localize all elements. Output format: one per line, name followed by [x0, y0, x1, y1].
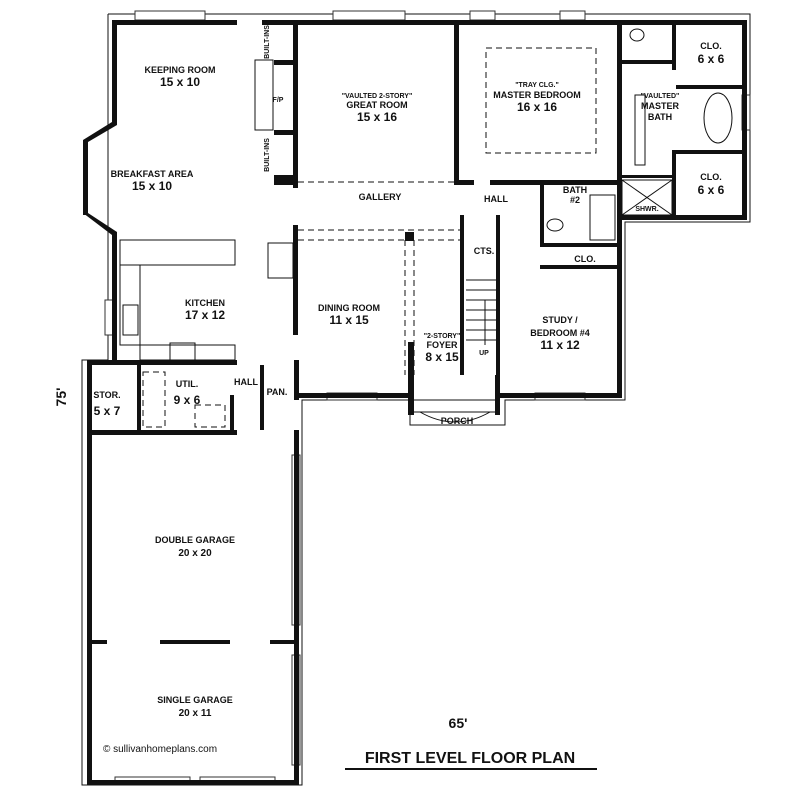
- room-size: 11 x 15: [329, 313, 369, 327]
- bath-2-number: #2: [570, 195, 580, 205]
- room-name: DOUBLE GARAGE: [155, 535, 235, 545]
- room-name: BREAKFAST AREA: [111, 169, 194, 179]
- room-closet: CLO. 6 x 6: [698, 41, 725, 66]
- room-name: KEEPING ROOM: [144, 65, 215, 75]
- room-utility: UTIL. 9 x 6: [174, 379, 201, 407]
- room-size: 16 x 16: [517, 100, 557, 114]
- fixtures: [119, 28, 733, 428]
- room-size: 17 x 12: [185, 308, 225, 322]
- room-name: MASTER: [641, 101, 680, 111]
- room-name: BEDROOM #4: [530, 328, 590, 338]
- room-name: KITCHEN: [185, 298, 225, 308]
- copyright-text: © sullivanhomeplans.com: [103, 744, 217, 755]
- room-name: STUDY /: [542, 315, 578, 325]
- room-double-garage: DOUBLE GARAGE 20 x 20: [155, 535, 235, 559]
- study-closet-label: CLO.: [574, 254, 596, 264]
- room-name: STOR.: [93, 390, 120, 400]
- room-name: MASTER BEDROOM: [493, 90, 581, 100]
- stairs-up-label: UP: [479, 350, 489, 357]
- room-master-bedroom: "TRAY CLG." MASTER BEDROOM 16 x 16: [493, 82, 581, 114]
- room-size: 8 x 15: [425, 350, 459, 364]
- room-name: DINING ROOM: [318, 303, 380, 313]
- outer-outline: [81, 13, 751, 786]
- fireplace-label: F/P: [273, 97, 284, 104]
- hall-label: HALL: [484, 194, 508, 204]
- room-name: GREAT ROOM: [346, 100, 407, 110]
- room-dining-room: DINING ROOM 11 x 15: [318, 303, 380, 327]
- coats-label: CTS.: [474, 246, 495, 256]
- room-size: 20 x 20: [178, 548, 212, 559]
- room-kitchen: KITCHEN 17 x 12: [185, 298, 225, 322]
- porch-label: PORCH: [441, 416, 474, 426]
- shower-label: SHWR.: [635, 206, 658, 213]
- room-size: 20 x 11: [179, 708, 212, 719]
- walls: [83, 20, 747, 785]
- room-size: 15 x 10: [132, 179, 172, 193]
- room-study: STUDY / BEDROOM #4 11 x 12: [530, 315, 590, 352]
- room-breakfast-area: BREAKFAST AREA 15 x 10: [111, 169, 194, 193]
- room-note: "TRAY CLG.": [515, 82, 559, 89]
- room-great-room: "VAULTED 2-STORY" GREAT ROOM 15 x 16: [342, 93, 413, 124]
- room-single-garage: SINGLE GARAGE 20 x 11: [157, 695, 233, 719]
- pantry-label: PAN.: [267, 387, 288, 397]
- room-foyer: "2-STORY" FOYER 8 x 15: [424, 333, 461, 364]
- room-name: FOYER: [426, 340, 458, 350]
- room-size: 5 x 7: [94, 404, 121, 418]
- room-storage: STOR. 5 x 7: [93, 390, 120, 418]
- built-ins-label: BUILT-INS: [264, 25, 271, 59]
- windows: [104, 10, 751, 785]
- built-ins-label: BUILT-INS: [264, 138, 271, 172]
- room-size: 15 x 10: [160, 75, 200, 89]
- room-size: 15 x 16: [357, 110, 397, 124]
- room-keeping-room: KEEPING ROOM 15 x 10: [144, 65, 215, 89]
- room-note: "2-STORY": [424, 333, 461, 340]
- room-name: CLO.: [700, 41, 722, 51]
- hall-label: HALL: [234, 377, 258, 387]
- room-size: 11 x 12: [540, 338, 580, 352]
- room-closet: CLO. 6 x 6: [698, 172, 725, 197]
- plan-title: FIRST LEVEL FLOOR PLAN: [365, 750, 575, 767]
- room-name: CLO.: [700, 172, 722, 182]
- room-note: "VAULTED": [641, 93, 680, 100]
- gallery-label: GALLERY: [359, 192, 402, 202]
- room-note: "VAULTED 2-STORY": [342, 93, 413, 100]
- room-size: 9 x 6: [174, 393, 201, 407]
- room-master-bath: "VAULTED" MASTER BATH: [641, 93, 680, 122]
- width-dimension: 65': [449, 715, 468, 731]
- room-size: 6 x 6: [698, 183, 725, 197]
- room-name: BATH: [648, 112, 672, 122]
- bath-2-label: BATH: [563, 185, 587, 195]
- room-size: 6 x 6: [698, 52, 725, 66]
- depth-dimension: 75': [53, 388, 69, 407]
- room-name: SINGLE GARAGE: [157, 695, 233, 705]
- room-name: UTIL.: [176, 379, 199, 389]
